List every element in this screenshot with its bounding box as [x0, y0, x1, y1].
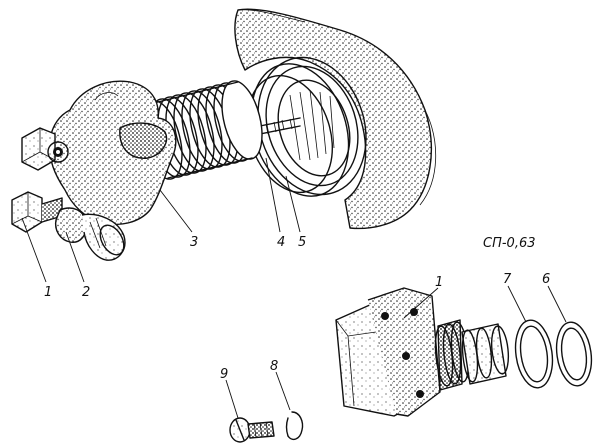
plug-1-detail — [335, 287, 510, 417]
leader-9 — [225, 379, 239, 419]
o-ring-7 — [514, 319, 554, 389]
leader-2 — [65, 231, 85, 283]
leader-8 — [275, 371, 291, 411]
leader-4 — [265, 157, 281, 233]
callout-1-upper: 1 — [44, 285, 52, 300]
callout-6: 6 — [542, 272, 550, 287]
leader-7 — [507, 285, 527, 323]
leader-1a — [21, 217, 47, 283]
callout-5: 5 — [298, 235, 306, 250]
leader-6 — [547, 285, 567, 323]
callout-1-lower: 1 — [435, 275, 443, 290]
model-code-label: СП-0,63 — [483, 236, 536, 251]
leader-5 — [285, 175, 301, 233]
fitting-2 — [54, 207, 126, 261]
cover-casting — [48, 80, 177, 226]
callout-7: 7 — [503, 272, 512, 287]
callout-9: 9 — [220, 367, 228, 382]
callout-2: 2 — [82, 285, 90, 300]
lock-washer-8 — [285, 411, 304, 441]
callout-4: 4 — [277, 235, 285, 250]
housing-body — [234, 8, 437, 230]
callout-8: 8 — [270, 359, 278, 374]
leader-3 — [159, 189, 193, 233]
o-ring-6 — [555, 321, 593, 387]
callout-3: 3 — [190, 235, 198, 250]
plug-bolt-upper — [21, 127, 69, 171]
leader-1b — [403, 287, 439, 319]
plug-1 — [11, 191, 63, 233]
screw-9 — [229, 417, 275, 443]
